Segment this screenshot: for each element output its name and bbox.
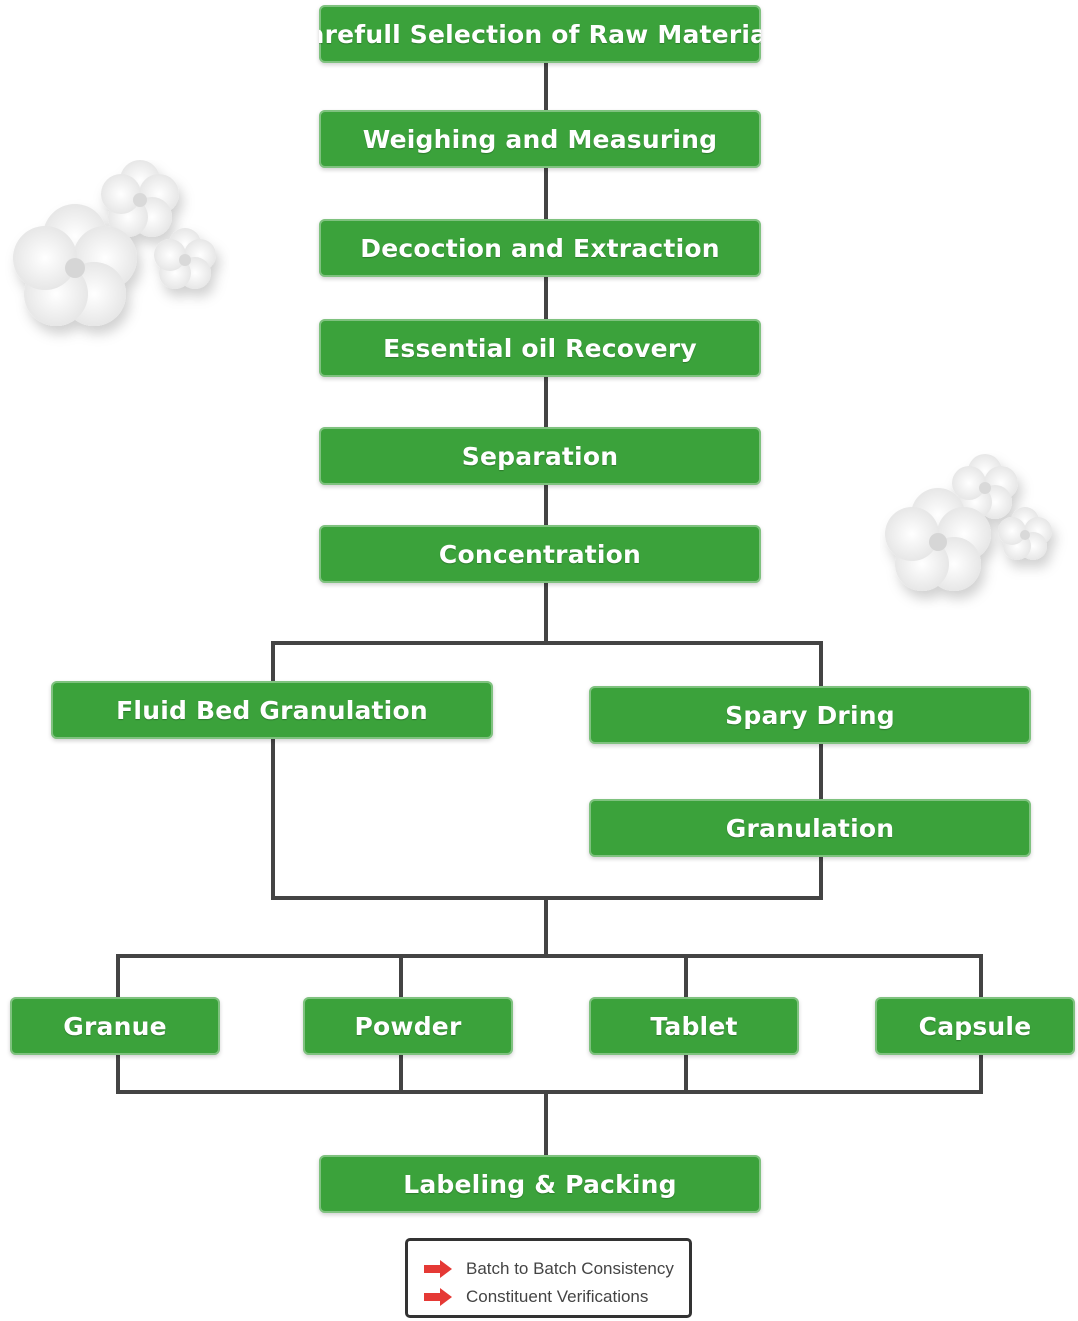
legend-item: Batch to Batch Consistency — [422, 1257, 674, 1281]
step-label: Powder — [354, 1011, 462, 1041]
step-spray-drying: Spary Dring — [589, 686, 1031, 744]
step-tablet: Tablet — [589, 997, 799, 1055]
step-label: Tablet — [650, 1011, 738, 1041]
step-capsule: Capsule — [875, 997, 1075, 1055]
flower-icon — [952, 454, 1018, 519]
step-concentration: Concentration — [319, 525, 761, 583]
flower-icon — [998, 507, 1052, 560]
flower-cluster-right — [885, 454, 1052, 591]
flower-icon — [885, 488, 991, 591]
step-powder: Powder — [303, 997, 513, 1055]
step-label: Spary Dring — [725, 700, 895, 730]
step-essential-oil: Essential oil Recovery — [319, 319, 761, 377]
step-label: Concentration — [438, 539, 642, 569]
step-separation: Separation — [319, 427, 761, 485]
flower-icon — [154, 228, 216, 289]
step-fluid-bed-granulation: Fluid Bed Granulation — [51, 681, 493, 739]
step-weighing: Weighing and Measuring — [319, 110, 761, 168]
step-label: Weighing and Measuring — [362, 124, 718, 154]
flower-cluster-left — [13, 160, 216, 326]
step-label: Granulation — [725, 813, 895, 843]
step-label: Separation — [461, 441, 619, 471]
step-label: Carefull Selection of Raw Materials — [319, 19, 761, 49]
legend-label: Constituent Verifications — [466, 1287, 649, 1306]
flower-icon — [101, 160, 179, 237]
step-label: Granue — [63, 1011, 167, 1041]
legend-box: Batch to Batch Consistency Constituent V… — [405, 1238, 692, 1318]
flower-icon — [13, 204, 137, 326]
step-raw-materials: Carefull Selection of Raw Materials — [319, 5, 761, 63]
red-arrow-icon — [424, 1288, 452, 1306]
step-label: Fluid Bed Granulation — [116, 695, 428, 725]
legend-label: Batch to Batch Consistency — [466, 1259, 674, 1278]
step-decoction: Decoction and Extraction — [319, 219, 761, 277]
step-label: Decoction and Extraction — [360, 233, 720, 263]
legend-item: Constituent Verifications — [422, 1285, 648, 1309]
step-label: Labeling & Packing — [403, 1169, 677, 1199]
step-label: Capsule — [918, 1011, 1032, 1041]
step-labeling-packing: Labeling & Packing — [319, 1155, 761, 1213]
step-label: Essential oil Recovery — [383, 333, 697, 363]
red-arrow-icon — [424, 1260, 452, 1278]
step-granue: Granue — [10, 997, 220, 1055]
step-granulation: Granulation — [589, 799, 1031, 857]
